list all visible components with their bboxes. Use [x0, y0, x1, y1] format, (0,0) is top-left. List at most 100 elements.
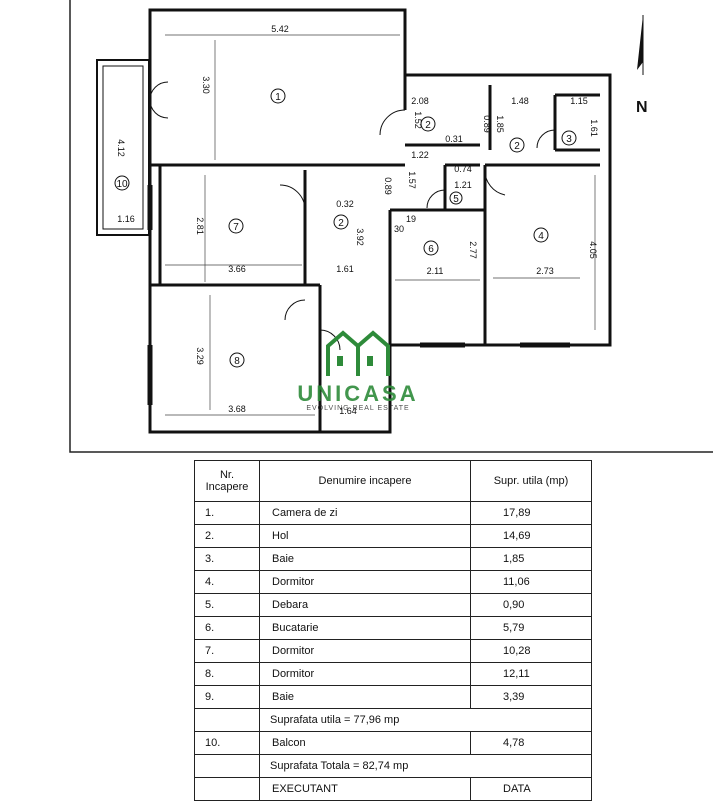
dimension-label: 1.22	[411, 150, 429, 160]
dimension-label: 3.66	[228, 264, 246, 274]
exterior-wall	[148, 8, 612, 434]
dimension-label: 1.48	[511, 96, 529, 106]
room-number: 6	[428, 244, 434, 255]
dimension-label: 3.29	[195, 347, 205, 365]
cell-area: 10,28	[470, 639, 592, 663]
door-swings	[149, 81, 556, 351]
room-number: 8	[234, 356, 240, 367]
dimension-label: 2.11	[427, 266, 444, 276]
cell-nr: 4.	[194, 570, 260, 594]
dimension-label: 0.31	[445, 134, 463, 144]
room-markers	[114, 88, 577, 368]
dimension-label: 3.68	[228, 404, 246, 414]
header-name: Denumire incapere	[259, 460, 471, 502]
cell-area: 5,79	[470, 616, 592, 640]
subtotal-text: Suprafata utila = 77,96 mp	[259, 708, 592, 732]
room-number: 10	[116, 179, 128, 190]
dimension-label: 3.30	[201, 76, 211, 94]
cell-nr: 5.	[194, 593, 260, 617]
area-table: Nr. Incapere Denumire incapere Supr. uti…	[194, 460, 592, 801]
dimension-label: 2.81	[195, 217, 205, 235]
cell-nr: 6.	[194, 616, 260, 640]
windows	[147, 185, 570, 405]
cell-area: 1,85	[470, 547, 592, 571]
dimension-label: 0.32	[336, 199, 354, 209]
table-row: Suprafata utila = 77,96 mp	[194, 708, 592, 732]
cell-name: Hol	[259, 524, 471, 548]
dimension-label: 1.52	[413, 111, 423, 129]
north-arrow-icon	[637, 15, 644, 75]
room-number: 3	[566, 134, 572, 145]
cell-name: Baie	[259, 685, 471, 709]
dimension-label: 2.73	[536, 266, 554, 276]
room-number: 2	[514, 141, 520, 152]
balcony	[96, 59, 150, 236]
dimension-label: 3.92	[355, 228, 365, 246]
cell-name: EXECUTANT	[259, 777, 471, 801]
header-area: Supr. utila (mp)	[470, 460, 592, 502]
cell-area: 0,90	[470, 593, 592, 617]
header-nr: Nr. Incapere	[194, 460, 260, 502]
dimension-label: 1.21	[454, 180, 472, 190]
cell-area: 11,06	[470, 570, 592, 594]
dimension-label: 1.15	[570, 96, 588, 106]
dimension-label: 4.12	[116, 139, 126, 157]
dimension-label: 1.57	[407, 171, 417, 189]
cell-area: 12,11	[470, 662, 592, 686]
dimension-label: 4.05	[588, 241, 598, 259]
dimension-label: 30	[394, 224, 404, 234]
cell-nr: 1.	[194, 501, 260, 525]
cell-nr: 9.	[194, 685, 260, 709]
dimension-label: 19	[406, 214, 416, 224]
cell-name: Camera de zi	[259, 501, 471, 525]
cell-area: 14,69	[470, 524, 592, 548]
dimension-label: 1.16	[117, 214, 135, 224]
room-number: 2	[338, 218, 344, 229]
room-number: 1	[275, 92, 281, 103]
cell-nr: 7.	[194, 639, 260, 663]
dimension-label: 0.89	[383, 177, 393, 195]
cell-name: Dormitor	[259, 639, 471, 663]
dimension-label: 1.61	[589, 119, 599, 137]
dimension-label: 0.89	[482, 115, 492, 133]
cell-nr: 10.	[194, 731, 260, 755]
total-text: Suprafata Totala = 82,74 mp	[259, 754, 592, 778]
room-number: 7	[233, 222, 239, 233]
dimension-label: 1.64	[339, 406, 357, 416]
north-label: N	[636, 99, 648, 116]
cell-area: DATA	[470, 777, 592, 801]
cell-nr	[194, 777, 260, 801]
cell-name: Balcon	[259, 731, 471, 755]
table-row: Suprafata Totala = 82,74 mp	[194, 754, 592, 778]
dimension-label: 2.08	[411, 96, 429, 106]
cell-nr: 2.	[194, 524, 260, 548]
room-number: 5	[453, 194, 459, 205]
cell-nr: 8.	[194, 662, 260, 686]
cell-area: 4,78	[470, 731, 592, 755]
page-frame	[69, 0, 713, 453]
cell-name: Bucatarie	[259, 616, 471, 640]
cell-name: Dormitor	[259, 570, 471, 594]
cell-area: 3,39	[470, 685, 592, 709]
interior-walls	[150, 75, 600, 432]
dimension-label: 1.61	[336, 264, 354, 274]
dimension-labels: 5.42 3.30 4.12 1.16 2.08 1.52 0.31 0.89 1.48 1.15…	[116, 24, 599, 416]
dimension-label: 5.42	[271, 24, 289, 34]
cell-name: Debara	[259, 593, 471, 617]
room-number: 2	[425, 120, 431, 131]
dimension-label: 2.77	[468, 241, 478, 259]
cell-name: Baie	[259, 547, 471, 571]
